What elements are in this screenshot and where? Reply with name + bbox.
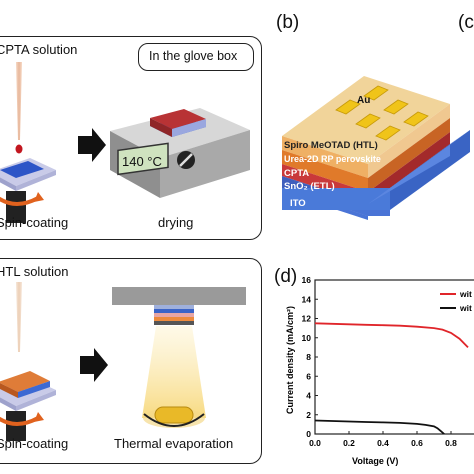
y-tick-label: 12 [302,314,312,324]
layer-ito-label: ITO [290,198,306,209]
glove-box-label: In the glove box [149,49,238,63]
y-tick-label: 10 [302,333,312,343]
cpta-solution-label: CPTA solution [0,42,78,57]
y-tick-label: 14 [302,294,312,304]
panel-b-letter: (b) [276,12,300,33]
top-process-drawing [0,62,250,223]
layer-cpta-label: CPTA [284,168,310,179]
x-tick-label: 0.2 [343,438,355,448]
legend-label: wit [459,289,472,299]
glove-box-badge: In the glove box [138,43,254,71]
gold-electrodes [335,85,429,141]
spin-coating-label-bottom: Spin-coating [0,436,69,451]
panel-d-letter: (d) [274,266,298,287]
x-tick-label: 0.6 [411,438,423,448]
y-tick-label: 6 [306,371,311,381]
series-line-1 [315,322,469,349]
legend-label: wit [459,303,472,313]
x-axis-label: Voltage (V) [352,456,398,466]
spin-coater-top [0,158,56,223]
layer-sno2-label: SnO₂ (ETL) [284,181,335,192]
x-tick-label: 0.8 [445,438,457,448]
pipette-bottom [16,282,22,352]
process-arrow-bottom [80,348,108,382]
series-line-2 [315,419,445,434]
device-stack [282,76,470,220]
htl-solution-label: HTL solution [0,264,69,279]
drying-label: drying [158,215,194,230]
au-label: Au [357,95,371,106]
hotplate [110,108,250,198]
x-tick-label: 0.0 [309,438,321,448]
y-tick-label: 4 [306,391,311,401]
y-tick-label: 2 [306,410,311,420]
spin-coater-bottom [0,371,56,441]
x-tick-label: 0.4 [377,438,389,448]
bottom-process-drawing [0,282,246,441]
y-tick-label: 8 [306,352,311,362]
evaporation-chamber [112,287,246,428]
layer-perovskite-label: Urea-2D RP perovskite [284,154,381,164]
panel-c-letter: (c [458,12,474,33]
y-tick-label: 16 [302,275,312,285]
thermal-evaporation-label: Thermal evaporation [114,436,234,451]
layer-htl-label: Spiro MeOTAD (HTL) [284,140,378,151]
y-tick-label: 0 [306,429,311,439]
pipette-top [16,62,22,140]
hotplate-temperature: 140 °C [122,154,162,169]
plot-frame [314,279,474,435]
cpta-droplet [15,144,23,154]
process-arrow-top [78,128,106,162]
spin-coating-label-top: Spin-coating [0,215,69,230]
y-axis-label: Current density (mA/cm²) [285,306,295,414]
